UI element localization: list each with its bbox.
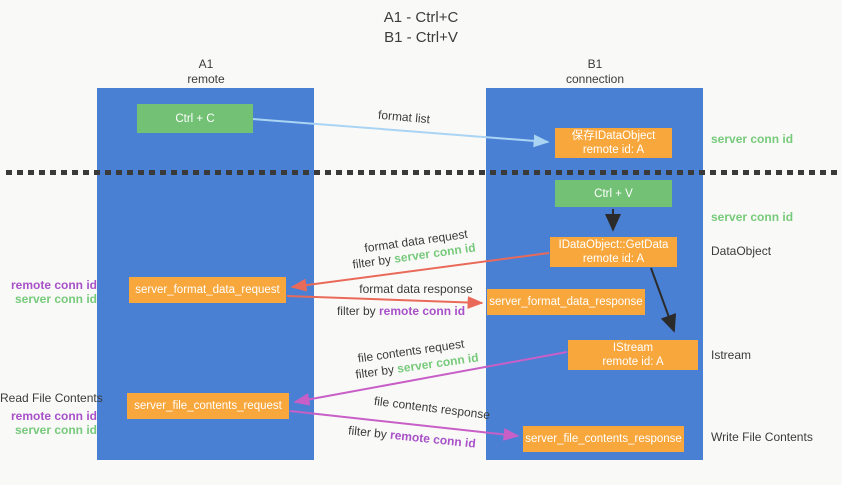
right-column-role: connection — [565, 72, 625, 86]
remote-conn-id-text: remote conn id — [379, 304, 466, 318]
remote-conn-id-label: remote conn id — [10, 278, 97, 292]
file-contents-response-label: file contents response — [373, 393, 491, 423]
left-column-name: A1 — [198, 57, 214, 71]
filter-by-remote-conn-id-label-2: filter by remote conn id — [348, 423, 477, 450]
title-line-b1: B1 - Ctrl+V — [384, 29, 458, 46]
remote-conn-id-text: remote conn id — [389, 427, 477, 451]
istream-side-label: Istream — [711, 348, 752, 362]
right-column-name: B1 — [587, 57, 603, 71]
filter-by-text: filter by — [347, 423, 388, 442]
ctrl-v-node: Ctrl + V — [555, 180, 672, 207]
save-dataobject-line2: remote id: A — [582, 144, 645, 156]
left-conn-id-pair-2: remote conn id server conn id — [0, 409, 97, 437]
server-conn-id-label: server conn id — [14, 292, 97, 306]
save-dataobject-node: 保存IDataObject remote id: A — [555, 128, 672, 158]
server-conn-id-label: server conn id — [14, 423, 97, 437]
server-format-data-response-label: server_format_data_response — [489, 296, 643, 308]
left-column-role: remote — [187, 72, 225, 86]
istream-node: IStream remote id: A — [568, 340, 698, 370]
filter-by-text: filter by — [351, 252, 392, 272]
server-format-data-response-node: server_format_data_response — [487, 289, 645, 315]
ctrl-v-label: Ctrl + V — [594, 187, 633, 200]
read-file-contents-label: Read File Contents — [0, 391, 103, 405]
left-column-header: A1 remote — [136, 57, 276, 87]
ctrl-c-node: Ctrl + C — [137, 104, 253, 133]
right-column-header: B1 connection — [525, 57, 665, 87]
filter-by-text: filter by — [336, 304, 376, 318]
getdata-line2: remote id: A — [582, 253, 645, 265]
format-list-label: format list — [377, 107, 431, 127]
save-dataobject-line1: 保存IDataObject — [571, 130, 656, 142]
server-format-data-request-node: server_format_data_request — [129, 277, 286, 303]
dataobject-side-label: DataObject — [711, 244, 772, 258]
server-file-contents-response-label: server_file_contents_response — [525, 433, 682, 445]
server-file-contents-request-label: server_file_contents_request — [134, 400, 282, 412]
format-data-response-label: format data response — [359, 282, 473, 296]
getdata-node: IDataObject::GetData remote id: A — [550, 237, 677, 267]
write-file-contents-label: Write File Contents — [711, 430, 813, 444]
title-line-a1: A1 - Ctrl+C — [383, 9, 459, 26]
istream-line2: remote id: A — [602, 356, 664, 368]
getdata-line1: IDataObject::GetData — [558, 239, 669, 251]
server-format-data-request-label: server_format_data_request — [135, 284, 280, 296]
format-data-response-arrow — [286, 295, 484, 309]
filter-by-remote-conn-id-label-1: filter by remote conn id — [337, 304, 465, 318]
left-conn-id-pair-1: remote conn id server conn id — [0, 278, 97, 306]
filter-by-text: filter by — [354, 362, 395, 382]
remote-conn-id-label: remote conn id — [10, 409, 97, 423]
clipboard-boundary-dashed-line — [6, 170, 838, 175]
istream-line1: IStream — [612, 342, 654, 354]
ctrl-c-label: Ctrl + C — [175, 112, 215, 125]
right-server-conn-id-top-label: server conn id — [711, 132, 794, 146]
server-file-contents-response-node: server_file_contents_response — [523, 426, 684, 452]
diagram-title: A1 - Ctrl+C B1 - Ctrl+V — [0, 8, 842, 48]
server-file-contents-request-node: server_file_contents_request — [127, 393, 289, 419]
right-server-conn-id-mid-label: server conn id — [711, 210, 794, 224]
